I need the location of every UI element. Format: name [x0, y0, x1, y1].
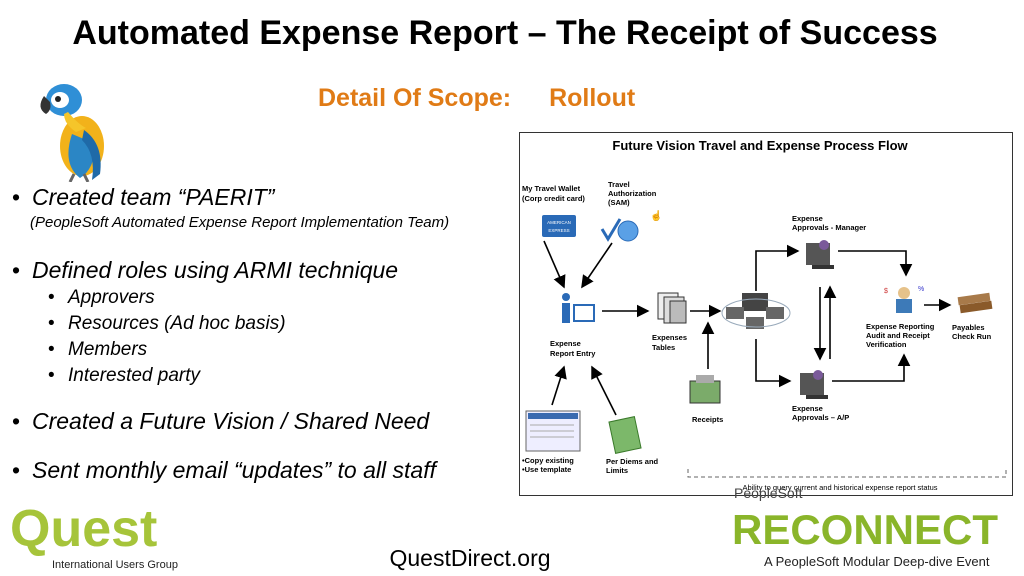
bullet-text: Created team “PAERIT”: [32, 184, 275, 210]
svg-text:Approvals - Manager: Approvals - Manager: [792, 223, 866, 232]
svg-text:Tables: Tables: [652, 343, 675, 352]
bullet-paerit-sub: (PeopleSoft Automated Expense Report Imp…: [30, 214, 450, 231]
svg-text:Expense: Expense: [792, 214, 823, 223]
bullet-monthly-email: •Sent monthly email “updates” to all sta…: [12, 457, 436, 483]
svg-text:Expenses: Expenses: [652, 333, 687, 342]
expense-report-entry-node: Expense Report Entry: [550, 293, 596, 358]
copy-template-node: •Copy existing •Use template: [522, 410, 581, 474]
svg-text:•Copy existing: •Copy existing: [522, 456, 574, 465]
flow-title: Future Vision Travel and Expense Process…: [612, 138, 908, 153]
sub-bullet-interested: •Interested party: [48, 365, 201, 386]
monitor-icon: [573, 304, 595, 322]
reconnect-logo: PeopleSoft RECONNECT A PeopleSoft Modula…: [732, 486, 998, 569]
receipts-node: Receipts: [689, 375, 723, 424]
svg-text:Per Diems and: Per Diems and: [606, 457, 659, 466]
svg-text:My Travel Wallet: My Travel Wallet: [522, 184, 581, 193]
hand-cursor-icon: ☝: [650, 209, 662, 222]
scope-heading: Detail Of Scope: Rollout: [318, 84, 635, 113]
bullet-text: Created a Future Vision / Shared Need: [32, 408, 430, 434]
sub-bullet-members: •Members: [48, 339, 148, 360]
person-icon: [898, 287, 910, 299]
money-stack-icon: [957, 292, 991, 306]
svg-text:Travel: Travel: [608, 180, 630, 189]
query-status-bar: Ability to query current and historical …: [687, 469, 1007, 492]
scope-label: Detail Of Scope:: [318, 84, 512, 112]
svg-text:PeopleSoft: PeopleSoft: [734, 486, 803, 501]
svg-text:(Corp credit card): (Corp credit card): [522, 194, 585, 203]
bullet-text: Sent monthly email “updates” to all staf…: [32, 457, 436, 483]
svg-text:Verification: Verification: [866, 340, 907, 349]
travel-wallet-node: My Travel Wallet (Corp credit card) AMER…: [522, 184, 585, 237]
svg-text:Quest: Quest: [10, 500, 157, 558]
expenses-tables-node: Expenses Tables: [652, 292, 687, 352]
website-url: QuestDirect.org: [389, 545, 551, 571]
svg-text:(SAM): (SAM): [608, 198, 630, 207]
svg-text:Receipts: Receipts: [692, 415, 723, 424]
manager-approval-node: Expense Approvals - Manager: [792, 214, 866, 269]
bullet-armi: •Defined roles using ARMI technique: [12, 257, 399, 283]
svg-text:Expense: Expense: [792, 404, 823, 413]
svg-text:Report Entry: Report Entry: [550, 349, 596, 358]
parrot-image: [40, 84, 104, 182]
globe-icon: [617, 220, 639, 242]
process-flow-diagram: Future Vision Travel and Expense Process…: [519, 132, 1013, 496]
svg-text:RECONNECT: RECONNECT: [732, 506, 998, 553]
svg-text:Approvals – A/P: Approvals – A/P: [792, 413, 849, 422]
flow-arrows: [543, 240, 952, 416]
svg-text:Ability to query current and h: Ability to query current and historical …: [742, 483, 937, 492]
page-title: Automated Expense Report – The Receipt o…: [72, 14, 938, 52]
svg-text:Expense: Expense: [550, 339, 581, 348]
audit-verification-node: $ % Expense Reporting Audit and Receipt …: [866, 286, 935, 349]
payables-check-run-node: Payables Check Run: [952, 292, 993, 341]
sub-bullet-text: Members: [68, 339, 148, 360]
sub-bullet-text: Approvers: [68, 287, 155, 308]
sub-bullet-text: Resources (Ad hoc basis): [68, 313, 286, 334]
bullet-text: Defined roles using ARMI technique: [32, 257, 399, 283]
cash-icon: [608, 416, 642, 454]
scope-value: Rollout: [549, 84, 636, 112]
checkmark-icon: [600, 218, 622, 242]
amex-card-icon: [542, 215, 576, 237]
ap-approval-node: Expense Approvals – A/P: [792, 370, 849, 422]
svg-text:AMERICAN: AMERICAN: [547, 220, 571, 225]
sub-bullet-approvers: •Approvers: [48, 287, 155, 308]
svg-text:Expense Reporting: Expense Reporting: [866, 322, 935, 331]
svg-text:Audit and Receipt: Audit and Receipt: [866, 331, 930, 340]
bullet-paerit: •Created team “PAERIT”: [12, 184, 275, 210]
cash-register-icon: [689, 380, 721, 404]
travel-authorization-node: Travel Authorization (SAM) ☝: [600, 180, 662, 242]
sub-bullet-resources: •Resources (Ad hoc basis): [48, 313, 286, 334]
svg-text:%: %: [918, 286, 924, 293]
svg-text:Payables: Payables: [952, 323, 985, 332]
svg-text:Limits: Limits: [606, 466, 628, 475]
per-diems-node: Per Diems and Limits: [606, 416, 659, 475]
svg-text:A PeopleSoft Modular Deep-dive: A PeopleSoft Modular Deep-dive Event: [764, 554, 990, 569]
bullet-future-vision: •Created a Future Vision / Shared Need: [12, 408, 430, 434]
svg-text:Authorization: Authorization: [608, 189, 657, 198]
svg-text:$: $: [884, 288, 888, 295]
server-network-icon: [721, 293, 791, 329]
svg-text:International Users Group: International Users Group: [52, 559, 178, 571]
svg-text:Check Run: Check Run: [952, 332, 992, 341]
svg-text:•Use template: •Use template: [522, 465, 571, 474]
svg-text:EXPRESS: EXPRESS: [548, 228, 569, 233]
sub-bullet-text: Interested party: [68, 365, 201, 386]
quest-logo: Quest International Users Group: [10, 500, 178, 571]
